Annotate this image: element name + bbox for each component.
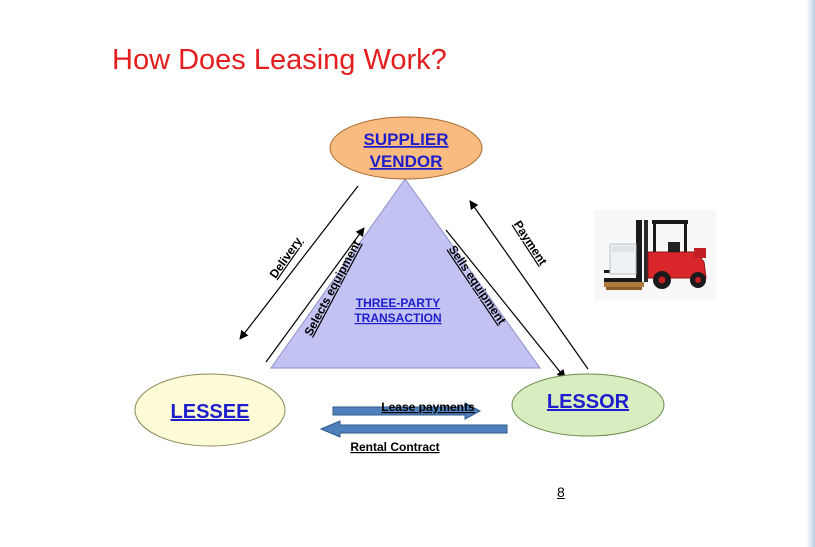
supplier-vendor-node: SUPPLIER VENDOR xyxy=(329,116,483,180)
lessee-label: LESSEE xyxy=(171,401,250,423)
delivery-label: Delivery xyxy=(267,234,305,281)
payment-arrow xyxy=(469,200,589,370)
forklift-icon xyxy=(594,210,716,300)
slide-title: How Does Leasing Work? xyxy=(112,44,447,76)
payment-label: Payment xyxy=(511,218,550,268)
lessee-node: LESSEE xyxy=(134,373,286,447)
center-label-line2: TRANSACTION xyxy=(354,311,441,325)
slide-edge-shadow xyxy=(806,0,815,547)
lessor-label: LESSOR xyxy=(547,391,630,413)
rental-contract-arrow xyxy=(319,420,508,438)
rental-contract-label: Rental Contract xyxy=(350,440,439,454)
delivery-arrow xyxy=(239,185,359,340)
supplier-label: SUPPLIER xyxy=(363,130,448,149)
selects-equipment-arrow xyxy=(265,227,365,363)
sells-equipment-arrow xyxy=(445,229,566,379)
lease-payments-arrow xyxy=(332,402,482,420)
lease-payments-label: Lease payments xyxy=(381,400,475,414)
three-party-triangle xyxy=(270,178,541,369)
vendor-label: VENDOR xyxy=(370,152,443,171)
lessor-node: LESSOR xyxy=(511,373,665,437)
page-number: 8 xyxy=(557,484,565,500)
center-label-line1: THREE-PARTY xyxy=(356,296,440,310)
